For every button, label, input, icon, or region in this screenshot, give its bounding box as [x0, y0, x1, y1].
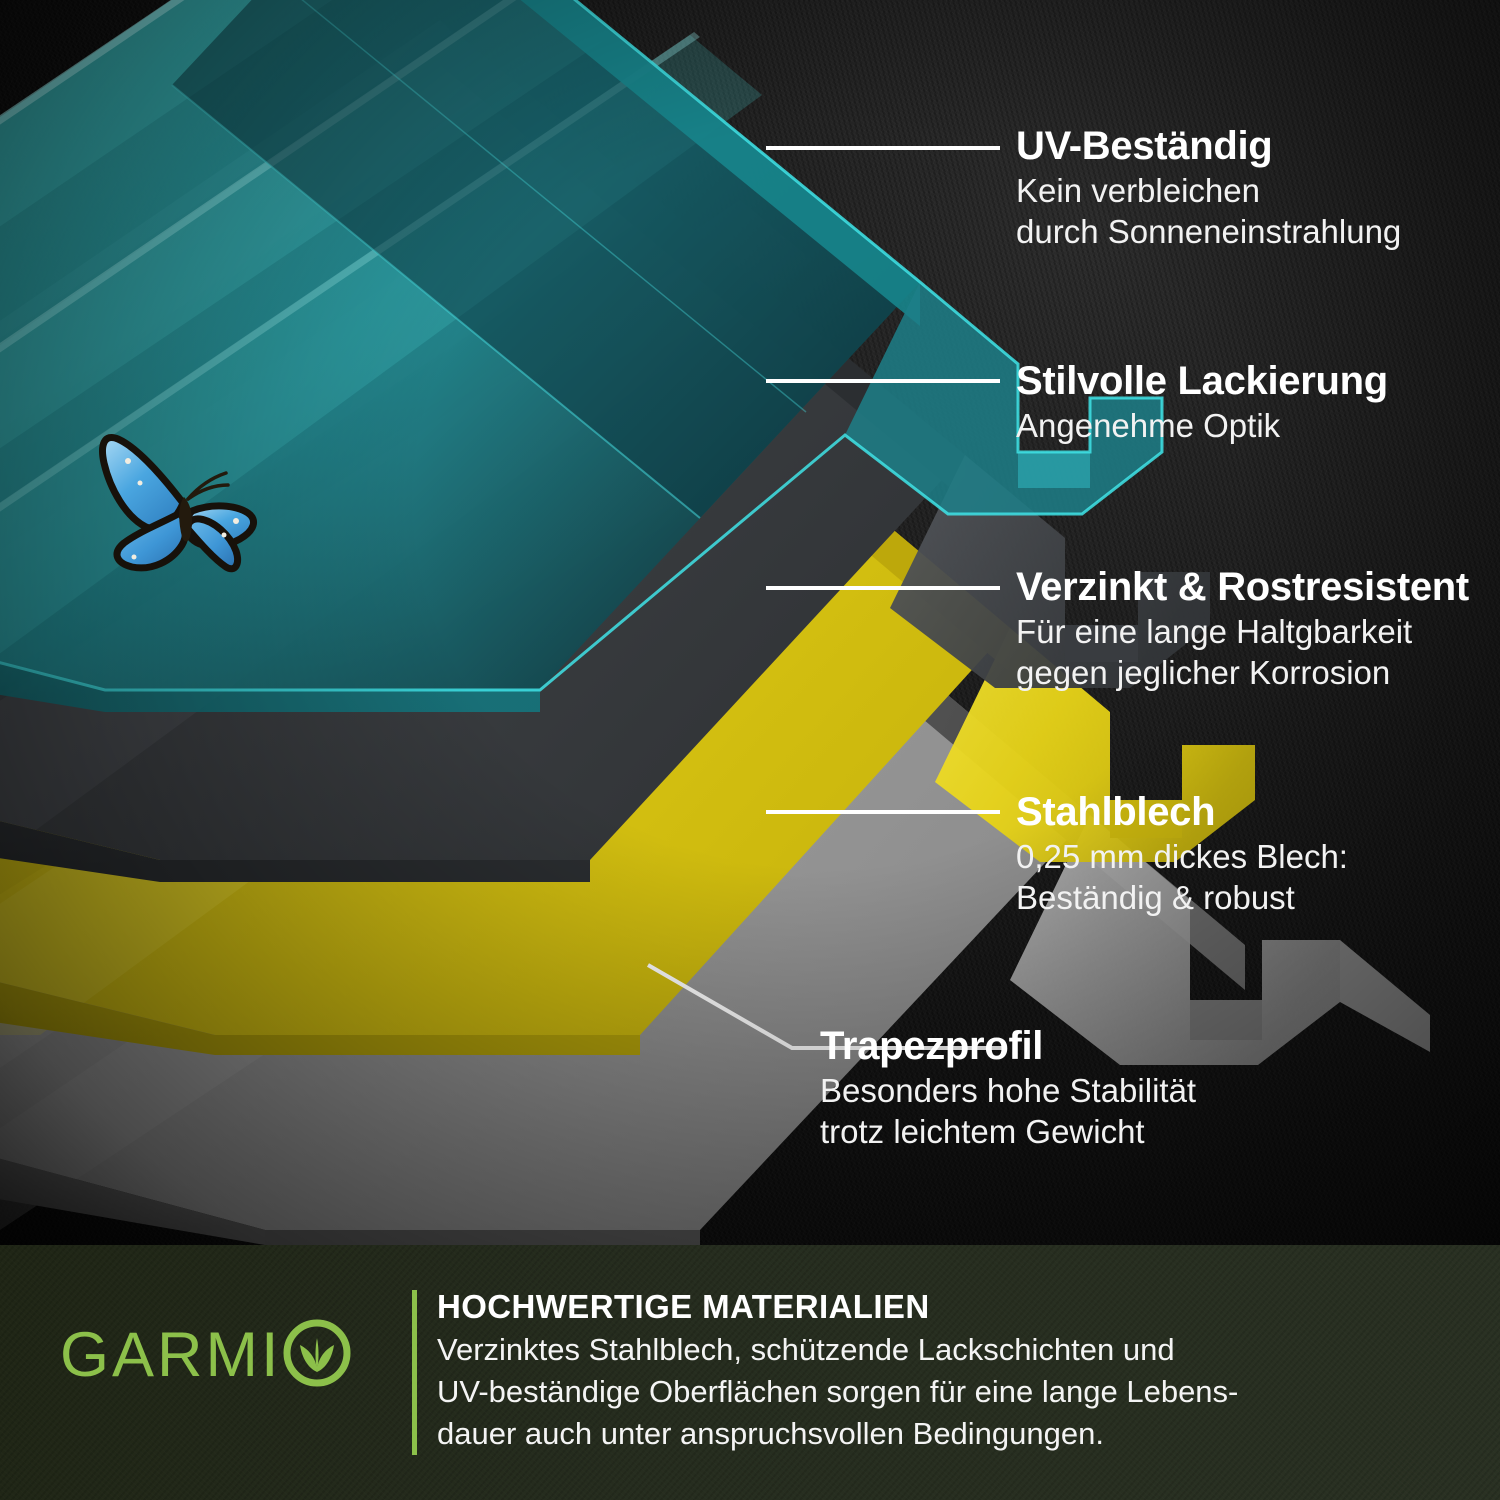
callout-line: Kein verbleichen — [1016, 172, 1260, 209]
callout-title: Trapezprofil — [820, 1024, 1044, 1068]
footer-body-line: UV-beständige Oberflächen sorgen für ein… — [437, 1374, 1239, 1409]
callout-trapezprofil: Trapezprofil Besonders hohe Stabilität t… — [820, 1022, 1196, 1152]
footer-body-line: Verzinktes Stahlblech, schützende Lacksc… — [437, 1332, 1175, 1367]
callout-line: trotz leichtem Gewicht — [820, 1113, 1145, 1150]
callout-title: Verzinkt & Rostresistent — [1016, 565, 1469, 609]
leaf-o-icon — [280, 1316, 354, 1395]
callout-line: Angenehme Optik — [1016, 407, 1281, 444]
brand-logo: GARMI — [60, 1319, 354, 1390]
callout-line: Beständig & robust — [1016, 879, 1295, 916]
callout-title: UV-Beständig — [1016, 124, 1273, 168]
callout-uv-bestaendig: UV-Beständig Kein verbleichen durch Sonn… — [1016, 122, 1401, 252]
callout-line: Besonders hohe Stabilität — [820, 1072, 1197, 1109]
footer-texture — [0, 1245, 1500, 1500]
footer-divider — [412, 1290, 417, 1455]
callout-line: gegen jeglicher Korrosion — [1016, 654, 1391, 691]
callout-line: Für eine lange Haltgbarkeit — [1016, 613, 1413, 650]
callout-stahlblech: Stahlblech 0,25 mm dickes Blech: Beständ… — [1016, 788, 1348, 918]
brand-wordmark: GARMI — [60, 1320, 282, 1390]
callout-title: Stahlblech — [1016, 790, 1216, 834]
butterfly-icon — [88, 425, 263, 600]
callout-stilvolle-lackierung: Stilvolle Lackierung Angenehme Optik — [1016, 357, 1388, 446]
footer-body-line: dauer auch unter anspruchsvollen Bedingu… — [437, 1416, 1104, 1451]
callout-line: 0,25 mm dickes Blech: — [1016, 838, 1348, 875]
footer-text-block: HOCHWERTIGE MATERIALIEN Verzinktes Stahl… — [437, 1285, 1477, 1455]
callout-line: durch Sonneneinstrahlung — [1016, 213, 1402, 250]
background-vignette — [0, 0, 1500, 1245]
callout-title: Stilvolle Lackierung — [1016, 359, 1388, 403]
callout-verzinkt-rostresistent: Verzinkt & Rostresistent Für eine lange … — [1016, 563, 1469, 693]
footer-bar — [0, 1245, 1500, 1500]
footer-headline: HOCHWERTIGE MATERIALIEN — [437, 1288, 930, 1325]
